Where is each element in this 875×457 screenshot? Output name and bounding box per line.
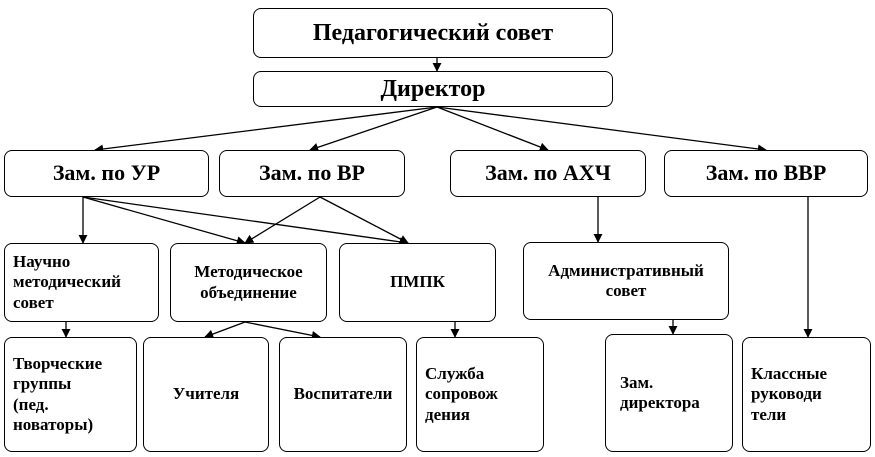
label-pmpk: ПМПК	[390, 272, 445, 292]
label-sci-method-council: Научно методический совет	[13, 251, 121, 312]
node-creative-groups: Творческие группы (пед. новаторы)	[4, 337, 137, 452]
label-class-teachers: Классные руководи тели	[751, 363, 828, 424]
label-educators: Воспитатели	[293, 384, 393, 404]
label-deputy-ur: Зам. по УР	[52, 160, 161, 186]
label-support-service: Служба сопровож дения	[425, 363, 498, 424]
arrow-method-teachers	[204, 321, 246, 339]
label-director: Директор	[380, 75, 486, 102]
node-class-teachers: Классные руководи тели	[742, 337, 871, 452]
label-teachers: Учителя	[172, 384, 240, 404]
node-admin-council: Административный совет	[523, 242, 729, 320]
node-sci-method-council: Научно методический совет	[4, 243, 159, 322]
label-method-association: Методическое объединение	[194, 262, 303, 302]
node-deputy-ahch: Зам. по АХЧ	[450, 150, 646, 197]
label-deputy-ahch: Зам. по АХЧ	[485, 160, 611, 186]
arrow-ur-method	[82, 196, 246, 246]
arrow-vr-method	[244, 196, 321, 244]
node-ped-council: Педагогический совет	[253, 8, 613, 58]
node-teachers: Учителя	[143, 337, 269, 452]
label-deputy-vvr: Зам. по ВВР	[705, 160, 827, 186]
arrow-director-ur	[94, 106, 438, 154]
node-deputy-vvr: Зам. по ВВР	[664, 150, 868, 197]
arrow-director-ahch	[436, 106, 549, 152]
node-pmpk: ПМПК	[339, 243, 496, 322]
label-deputy-vr: Зам. по ВР	[259, 160, 365, 186]
arrow-ur-pmpk	[82, 196, 409, 247]
arrow-vr-pmpk	[319, 196, 409, 244]
arrow-method-educators	[244, 321, 321, 340]
arrow-director-vr	[309, 106, 438, 152]
label-creative-groups: Творческие группы (пед. новаторы)	[13, 353, 103, 434]
label-deputy-director: Зам. директора	[620, 372, 700, 412]
node-director: Директор	[253, 71, 613, 107]
node-deputy-director: Зам. директора	[605, 334, 733, 452]
node-deputy-ur: Зам. по УР	[4, 150, 209, 197]
node-support-service: Служба сопровож дения	[416, 337, 544, 452]
label-ped-council: Педагогический совет	[312, 19, 554, 46]
arrow-director-vvr	[436, 106, 767, 154]
node-educators: Воспитатели	[279, 337, 407, 452]
node-method-association: Методическое объединение	[170, 243, 327, 322]
label-admin-council: Административный совет	[548, 260, 704, 300]
node-deputy-vr: Зам. по ВР	[219, 150, 405, 197]
